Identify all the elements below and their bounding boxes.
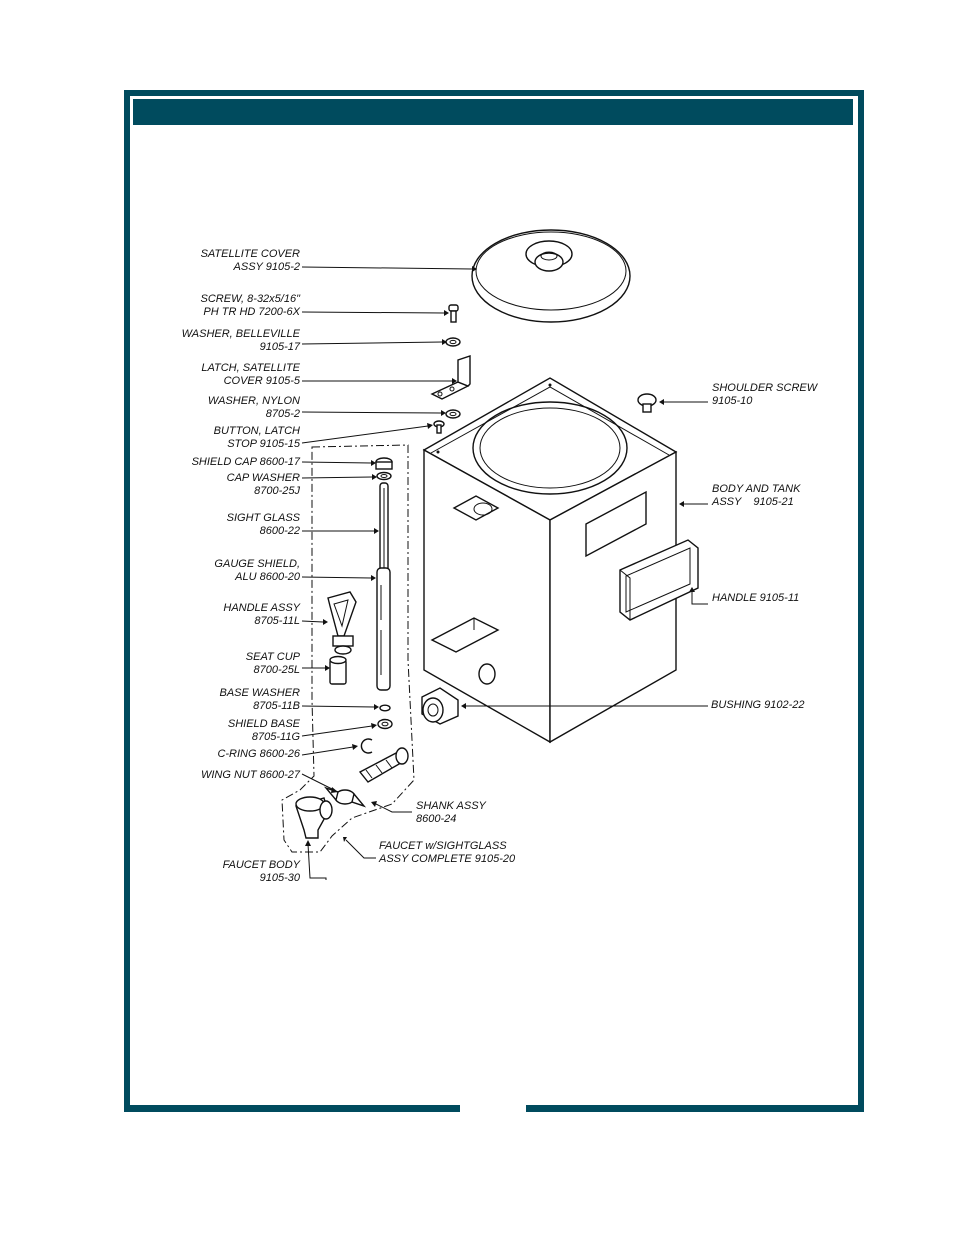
screw-drawing bbox=[448, 304, 459, 323]
latch-drawing bbox=[430, 355, 471, 400]
shoulder-screw-drawing bbox=[637, 393, 657, 413]
handle-drawing bbox=[619, 539, 699, 621]
sight-glass-assembly-drawing bbox=[375, 457, 393, 730]
c-ring-drawing bbox=[360, 738, 373, 754]
shank-assy-drawing bbox=[358, 747, 409, 783]
label-wing-nut: WING NUT 8600-27 bbox=[201, 769, 301, 781]
body-tank-drawing bbox=[422, 377, 678, 744]
leader-lines bbox=[301, 266, 708, 880]
label-screw: SCREW, 8-32x5/16"PH TR HD 7200-6X bbox=[201, 293, 302, 318]
faucet-body-drawing bbox=[295, 796, 333, 839]
washer-nylon-drawing bbox=[445, 409, 461, 419]
wing-nut-drawing bbox=[323, 786, 367, 808]
label-gauge-shield: GAUGE SHIELD,ALU 8600-20 bbox=[214, 558, 300, 583]
label-shield-cap: SHIELD CAP 8600-17 bbox=[192, 456, 301, 468]
handle-assy-drawing bbox=[327, 591, 357, 655]
label-bushing: BUSHING 9102-22 bbox=[711, 699, 805, 711]
bushing-drawing bbox=[421, 687, 459, 725]
button-latch-stop-drawing bbox=[433, 420, 445, 434]
label-c-ring: C-RING 8600-26 bbox=[217, 748, 300, 760]
header-bar bbox=[133, 99, 853, 125]
page-frame bbox=[124, 90, 864, 1112]
seat-cup-drawing bbox=[329, 655, 347, 685]
label-handle: HANDLE 9105-11 bbox=[712, 592, 799, 604]
washer-belleville-drawing bbox=[445, 337, 461, 347]
satellite-cover-drawing bbox=[471, 229, 631, 323]
